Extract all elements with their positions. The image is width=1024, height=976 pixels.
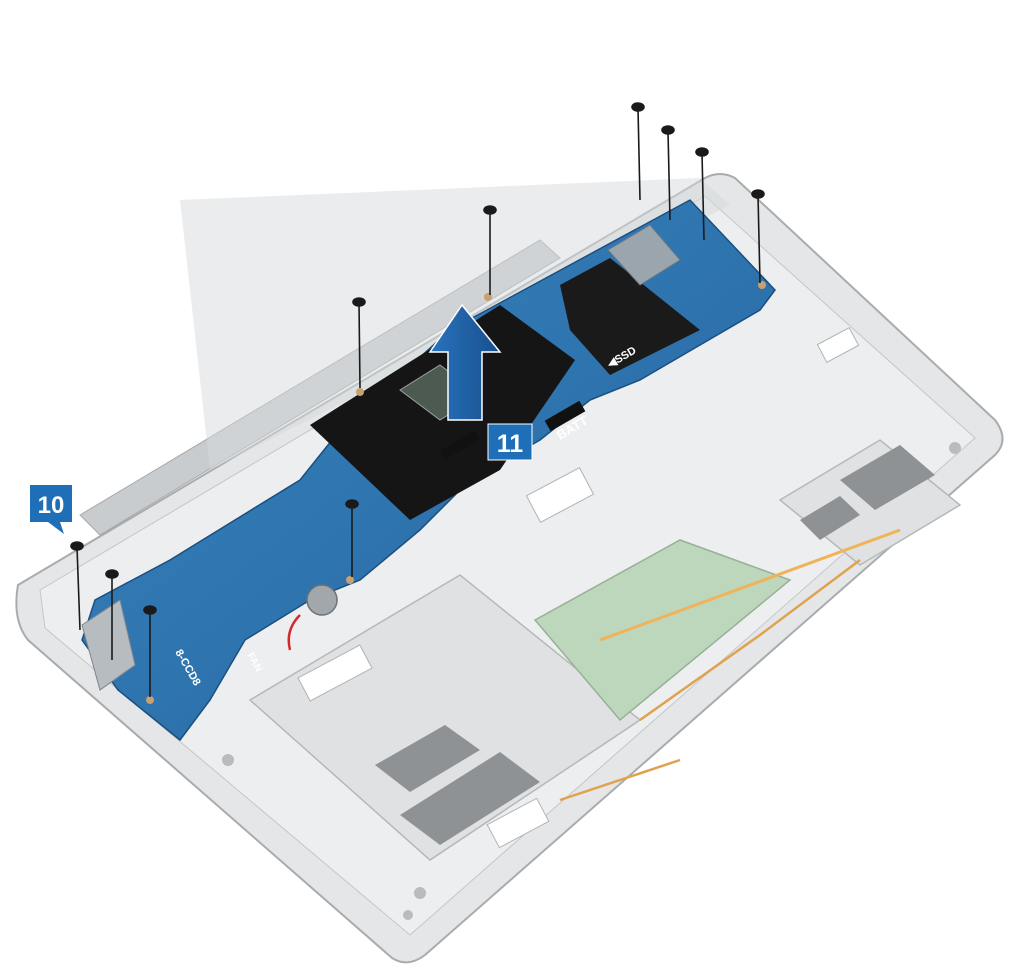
io-cable: [639, 559, 861, 722]
screw-head: [345, 499, 359, 509]
screw-hole: [356, 388, 364, 396]
coin-cell-cable: [287, 614, 301, 651]
io-bracket: [81, 599, 136, 691]
wifi-shield: [607, 224, 681, 286]
screw-head: [631, 102, 645, 112]
batt-connector: [544, 400, 586, 432]
system-board: BATT ◀SSD FAN 8-CCD8: [81, 199, 776, 742]
lift-up-arrow: [428, 303, 502, 421]
chassis-screw: [949, 442, 961, 454]
callout-11-badge: [487, 423, 533, 461]
sticker-2: [297, 644, 373, 702]
ssd-connector: [440, 430, 480, 460]
chassis-screw: [222, 754, 234, 766]
screw-head: [661, 125, 675, 135]
sticker-4: [816, 327, 860, 363]
sticker-3: [486, 797, 550, 849]
coin-cell-battery: [306, 584, 338, 616]
screw-head: [695, 147, 709, 157]
right-bay-cell: [840, 445, 935, 510]
callout-step-10: 10: [30, 485, 72, 534]
chassis-screw: [403, 910, 413, 920]
callout-11-number: 11: [497, 430, 524, 458]
screws: [70, 102, 765, 697]
screw-head: [105, 569, 119, 579]
right-bay-cell-2: [800, 496, 860, 540]
memory-shield: [560, 258, 700, 375]
screw-head: [70, 541, 84, 551]
screw-head: [751, 189, 765, 199]
screw-head: [143, 605, 157, 615]
battery-bay-cell-2: [400, 752, 540, 845]
screw-hole: [346, 576, 354, 584]
chassis-screw: [414, 887, 426, 899]
touchpad-cable: [599, 528, 901, 642]
callout-10-number: 10: [38, 492, 65, 519]
callout-step-11: 11: [487, 423, 533, 461]
sticker-1: [525, 466, 595, 524]
battery-bay-cell-1: [375, 725, 480, 792]
callout-10-badge: [30, 485, 72, 534]
screw-head: [483, 205, 497, 215]
screw-hole: [146, 696, 154, 704]
touchpad: [533, 539, 792, 722]
screw-head: [352, 297, 366, 307]
speaker-cable: [559, 758, 681, 802]
